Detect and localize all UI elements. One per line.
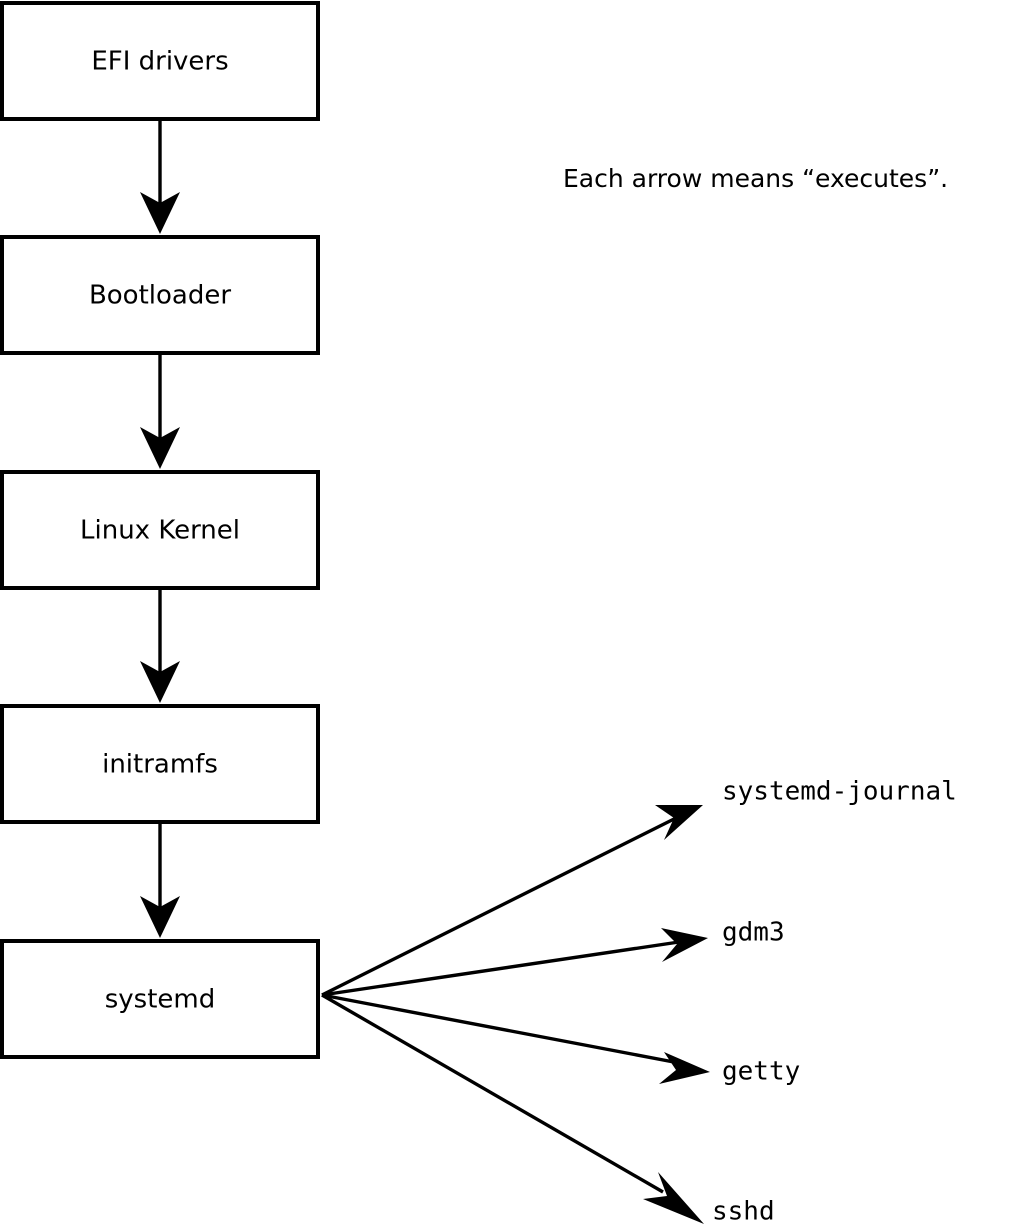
edge-kernel-to-initramfs: [140, 589, 180, 703]
node-bootloader[interactable]: Bootloader: [0, 235, 320, 355]
node-initramfs-rect: [0, 704, 320, 824]
arrow-head-icon: [140, 896, 180, 938]
node-systemd-journal-label[interactable]: systemd-journal: [722, 777, 957, 807]
node-bootloader-label: Bootloader: [89, 281, 231, 311]
arrow-head-icon: [140, 661, 180, 703]
legend-text: Each arrow means “executes”.: [563, 164, 948, 193]
node-efi-drivers[interactable]: EFI drivers: [0, 1, 320, 121]
edge-systemd-to-sshd: [321, 993, 704, 1224]
node-systemd-rect: [0, 939, 320, 1059]
edge-efi-to-bootloader: [140, 119, 180, 234]
node-initramfs[interactable]: initramfs: [0, 704, 320, 824]
arrow-head-icon: [655, 805, 703, 840]
node-systemd[interactable]: systemd: [0, 939, 320, 1059]
node-linux-kernel[interactable]: Linux Kernel: [0, 470, 320, 590]
node-efi-drivers-rect: [0, 1, 320, 121]
arrow-head-icon: [140, 192, 180, 234]
arrow-head-icon: [140, 427, 180, 469]
arrow-head-icon: [643, 1172, 704, 1224]
node-initramfs-label: initramfs: [102, 750, 218, 780]
arrow-head-icon: [659, 1052, 710, 1084]
node-bootloader-rect: [0, 235, 320, 355]
node-sshd-label[interactable]: sshd: [712, 1197, 775, 1227]
node-linux-kernel-rect: [0, 470, 320, 590]
node-linux-kernel-label: Linux Kernel: [80, 516, 240, 546]
node-getty-label[interactable]: getty: [722, 1057, 800, 1087]
edge-bootloader-to-kernel: [140, 354, 180, 469]
edge-systemd-to-systemd-journal: [321, 805, 703, 997]
node-systemd-label: systemd: [105, 985, 216, 1015]
edge-initramfs-to-systemd: [140, 823, 180, 938]
node-gdm3-label[interactable]: gdm3: [722, 918, 785, 948]
edge-systemd-to-gdm3: [321, 928, 708, 997]
edge-systemd-to-getty: [321, 993, 710, 1084]
node-efi-drivers-label: EFI drivers: [91, 47, 228, 77]
arrow-head-icon: [661, 928, 708, 962]
